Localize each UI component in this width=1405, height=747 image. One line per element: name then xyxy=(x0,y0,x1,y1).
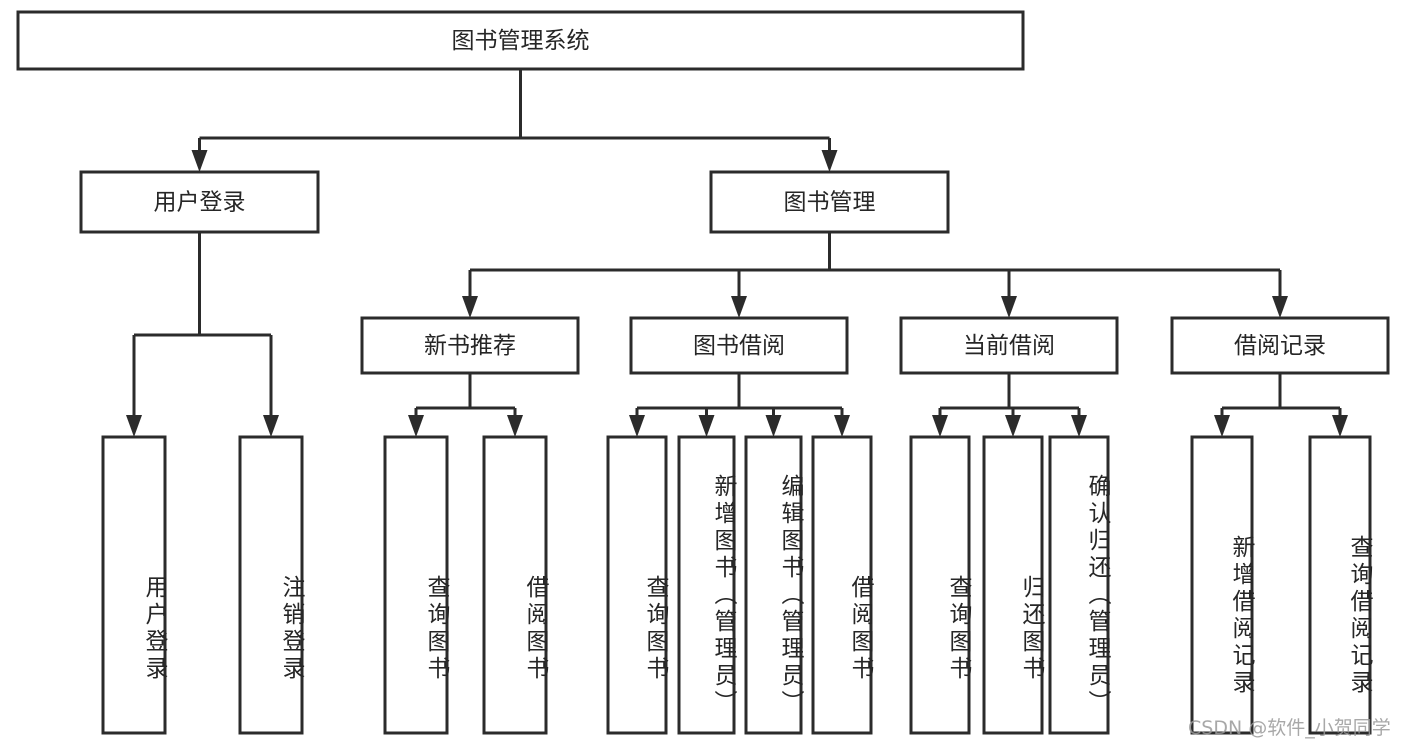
leaf-box-leaf-return-book[interactable] xyxy=(982,435,1044,735)
node-label-user-login: 用户登录 xyxy=(154,190,246,216)
node-label-root: 图书管理系统 xyxy=(452,28,590,54)
node-box-new-book-rec[interactable] xyxy=(360,316,580,375)
leaf-box-leaf-query-book-rec[interactable] xyxy=(383,435,449,735)
node-box-group xyxy=(16,10,1390,735)
leaf-box-leaf-borrow-book[interactable] xyxy=(811,435,873,735)
arrow-head-icon-leaf-edit-book xyxy=(765,415,782,437)
arrow-head-icon-user-login xyxy=(191,150,208,172)
leaf-box-leaf-query-book-borrow[interactable] xyxy=(606,435,668,735)
node-label-borrow-record: 借阅记录 xyxy=(1234,333,1326,359)
node-label-book-manage: 图书管理 xyxy=(784,190,876,216)
node-box-user-login[interactable] xyxy=(79,170,320,234)
arrow-head-icon-leaf-confirm-return xyxy=(1071,415,1087,437)
arrow-head-icon-new-book-rec xyxy=(462,296,478,318)
node-box-book-borrow[interactable] xyxy=(629,316,849,375)
leaf-box-leaf-edit-book[interactable] xyxy=(744,435,803,735)
node-box-borrow-record[interactable] xyxy=(1170,316,1390,375)
arrow-head-icon-leaf-user-login xyxy=(126,415,142,437)
arrow-head-icon-leaf-borrow-book-rec xyxy=(507,415,523,437)
node-label-current-borrow: 当前借阅 xyxy=(963,333,1055,359)
leaf-box-leaf-query-record[interactable] xyxy=(1308,435,1372,735)
node-box-root[interactable] xyxy=(16,10,1025,71)
arrow-head-icon-book-borrow xyxy=(731,296,747,318)
arrow-head-icon-leaf-query-book-rec xyxy=(408,415,424,437)
arrow-head-icon-leaf-add-book xyxy=(698,415,715,437)
watermark: CSDN @软件_小贺同学 xyxy=(1188,717,1391,739)
leaf-box-leaf-borrow-book-rec[interactable] xyxy=(482,435,548,735)
arrow-head-icon-leaf-query-record xyxy=(1332,415,1348,437)
leaf-box-leaf-query-book-cur[interactable] xyxy=(909,435,971,735)
arrow-head-icon-borrow-record xyxy=(1272,296,1288,318)
connector-group xyxy=(126,69,1348,437)
arrow-head-icon-leaf-query-book-borrow xyxy=(629,415,645,437)
node-box-book-manage[interactable] xyxy=(709,170,950,234)
arrow-head-icon-leaf-logout xyxy=(263,415,279,437)
node-label-book-borrow: 图书借阅 xyxy=(693,333,785,359)
arrow-head-icon-leaf-borrow-book xyxy=(834,415,850,437)
leaf-box-leaf-user-login[interactable] xyxy=(101,435,167,735)
leaf-box-leaf-confirm-return[interactable] xyxy=(1048,435,1110,735)
arrow-head-icon-book-manage xyxy=(821,150,838,172)
arrow-head-icon-current-borrow xyxy=(1001,296,1017,318)
leaf-box-leaf-add-record[interactable] xyxy=(1190,435,1254,735)
arrow-head-icon-leaf-return-book xyxy=(1005,415,1021,437)
leaf-box-leaf-logout[interactable] xyxy=(238,435,304,735)
arrow-head-icon-leaf-query-book-cur xyxy=(932,415,948,437)
leaf-box-leaf-add-book[interactable] xyxy=(677,435,736,735)
node-box-current-borrow[interactable] xyxy=(899,316,1119,375)
arrow-head-icon-leaf-add-record xyxy=(1214,415,1230,437)
node-label-new-book-rec: 新书推荐 xyxy=(424,333,516,359)
